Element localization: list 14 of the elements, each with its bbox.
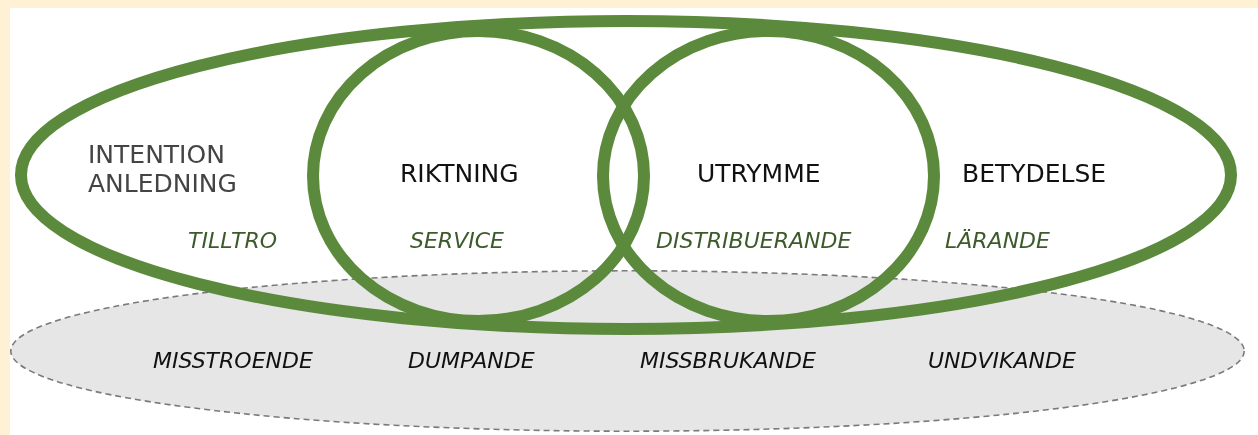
- outer-ellipse: [15, 15, 1237, 335]
- behaviour-label: MISSBRUKANDE: [640, 348, 816, 374]
- behaviour-label: DUMPANDE: [408, 348, 535, 374]
- dashed-ellipse: [10, 270, 1245, 432]
- behaviour-label: DISTRIBUERANDE: [656, 228, 852, 254]
- term-label: RIKTNING: [400, 160, 519, 189]
- behaviour-label: LÄRANDE: [945, 228, 1050, 254]
- term-label: BETYDELSE: [962, 160, 1107, 189]
- behaviour-label: SERVICE: [410, 228, 504, 254]
- behaviour-label: MISSTROENDE: [153, 348, 313, 374]
- behaviour-label: TILLTRO: [188, 228, 277, 254]
- term-label: INTENTION ANLEDNING: [88, 141, 238, 199]
- term-label: UTRYMME: [697, 160, 821, 189]
- behaviour-label: UNDVIKANDE: [928, 348, 1076, 374]
